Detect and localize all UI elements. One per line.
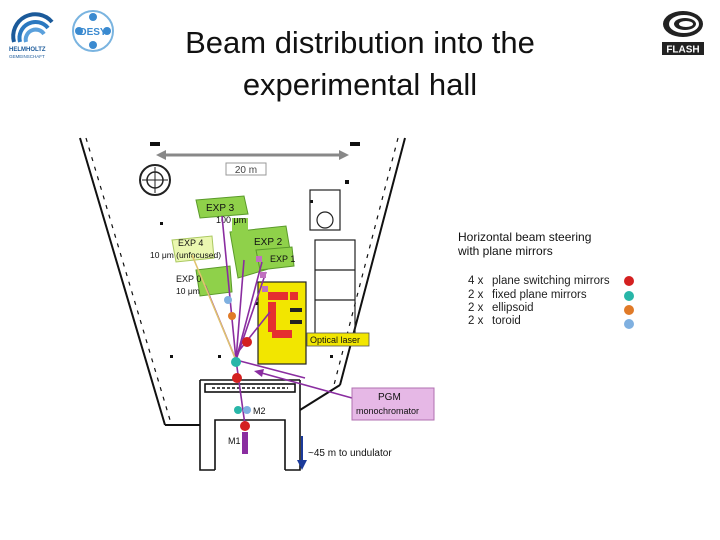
svg-text:GEMEINSCHAFT: GEMEINSCHAFT	[9, 54, 45, 59]
pgm-label: PGM	[378, 392, 401, 403]
svg-text:FLASH: FLASH	[666, 45, 699, 56]
helmholtz-logo-icon: HELMHOLTZ GEMEINSCHAFT	[9, 12, 54, 59]
exp3-label: EXP 3	[206, 203, 235, 214]
exp4-label: EXP 4	[178, 238, 203, 248]
hall-columns	[150, 142, 360, 358]
exp0-sub: 10 μm	[176, 286, 200, 296]
svg-text:DESY: DESY	[79, 27, 107, 38]
flash-logo: FLASH	[660, 8, 706, 56]
mirror-markers	[224, 256, 268, 454]
pgm-arrow	[254, 369, 353, 399]
svg-text:HELMHOLTZ: HELMHOLTZ	[9, 47, 46, 53]
legend-row-switching: 4 x plane switching mirrors	[468, 275, 610, 287]
optical-laser-label: Optical laser	[310, 335, 360, 345]
undulator-label: ~45 m to undulator	[308, 448, 392, 459]
legend-count: 2 x	[468, 315, 484, 327]
legend-label: fixed plane mirrors	[492, 289, 587, 301]
desy-logo-icon: DESY	[72, 10, 114, 52]
legend-count: 4 x	[468, 275, 484, 287]
toroid-dot	[624, 319, 634, 329]
pgm-sub: monochromator	[356, 406, 419, 416]
distance-label: 20 m	[235, 165, 257, 176]
page-title: Beam distribution into the experimental …	[130, 22, 590, 106]
helmholtz-logo: HELMHOLTZ GEMEINSCHAFT	[8, 8, 58, 60]
title-line-2: experimental hall	[242, 67, 478, 102]
building-block	[309, 189, 356, 336]
optical-laser-area	[257, 281, 307, 365]
title-line-1: Beam distribution into the	[185, 25, 535, 60]
experiment-stations	[171, 195, 295, 297]
hall-wheel	[139, 164, 171, 196]
legend-title-line-2: with plane mirrors	[458, 244, 553, 258]
exp1-label: EXP 1	[270, 254, 295, 264]
legend-row-fixed: 2 x fixed plane mirrors	[468, 289, 587, 301]
switching-mirror-dot	[624, 276, 634, 286]
legend-label: toroid	[492, 315, 521, 327]
undulator-arrow	[297, 436, 307, 470]
exp2-label: EXP 2	[254, 237, 283, 248]
pgm-box	[351, 387, 435, 421]
legend-count: 2 x	[468, 302, 484, 314]
exp3-sub: 100 μm	[216, 215, 246, 225]
distance-scale: 20 m	[156, 150, 349, 176]
legend-title-line-1: Horizontal beam steering	[458, 230, 592, 244]
legend-label: ellipsoid	[492, 302, 534, 314]
optical-laser-tag	[306, 332, 370, 347]
exp0-label: EXP 0	[176, 274, 201, 284]
flash-logo-icon: FLASH	[662, 11, 704, 56]
legend-row-ellipsoid: 2 x ellipsoid	[468, 302, 534, 314]
m1-label: M1	[228, 436, 241, 446]
desy-logo: DESY	[70, 8, 116, 54]
legend-row-toroid: 2 x toroid	[468, 315, 521, 327]
ellipsoid-dot	[624, 305, 634, 315]
m2-label: M2	[253, 406, 266, 416]
undulator-tunnel	[199, 379, 301, 471]
exp4-sub: 10 μm (unfocused)	[150, 250, 221, 260]
fixed-mirror-dot	[624, 291, 634, 301]
legend-count: 2 x	[468, 289, 484, 301]
legend-title: Horizontal beam steering with plane mirr…	[458, 230, 591, 258]
legend-label: plane switching mirrors	[492, 275, 610, 287]
